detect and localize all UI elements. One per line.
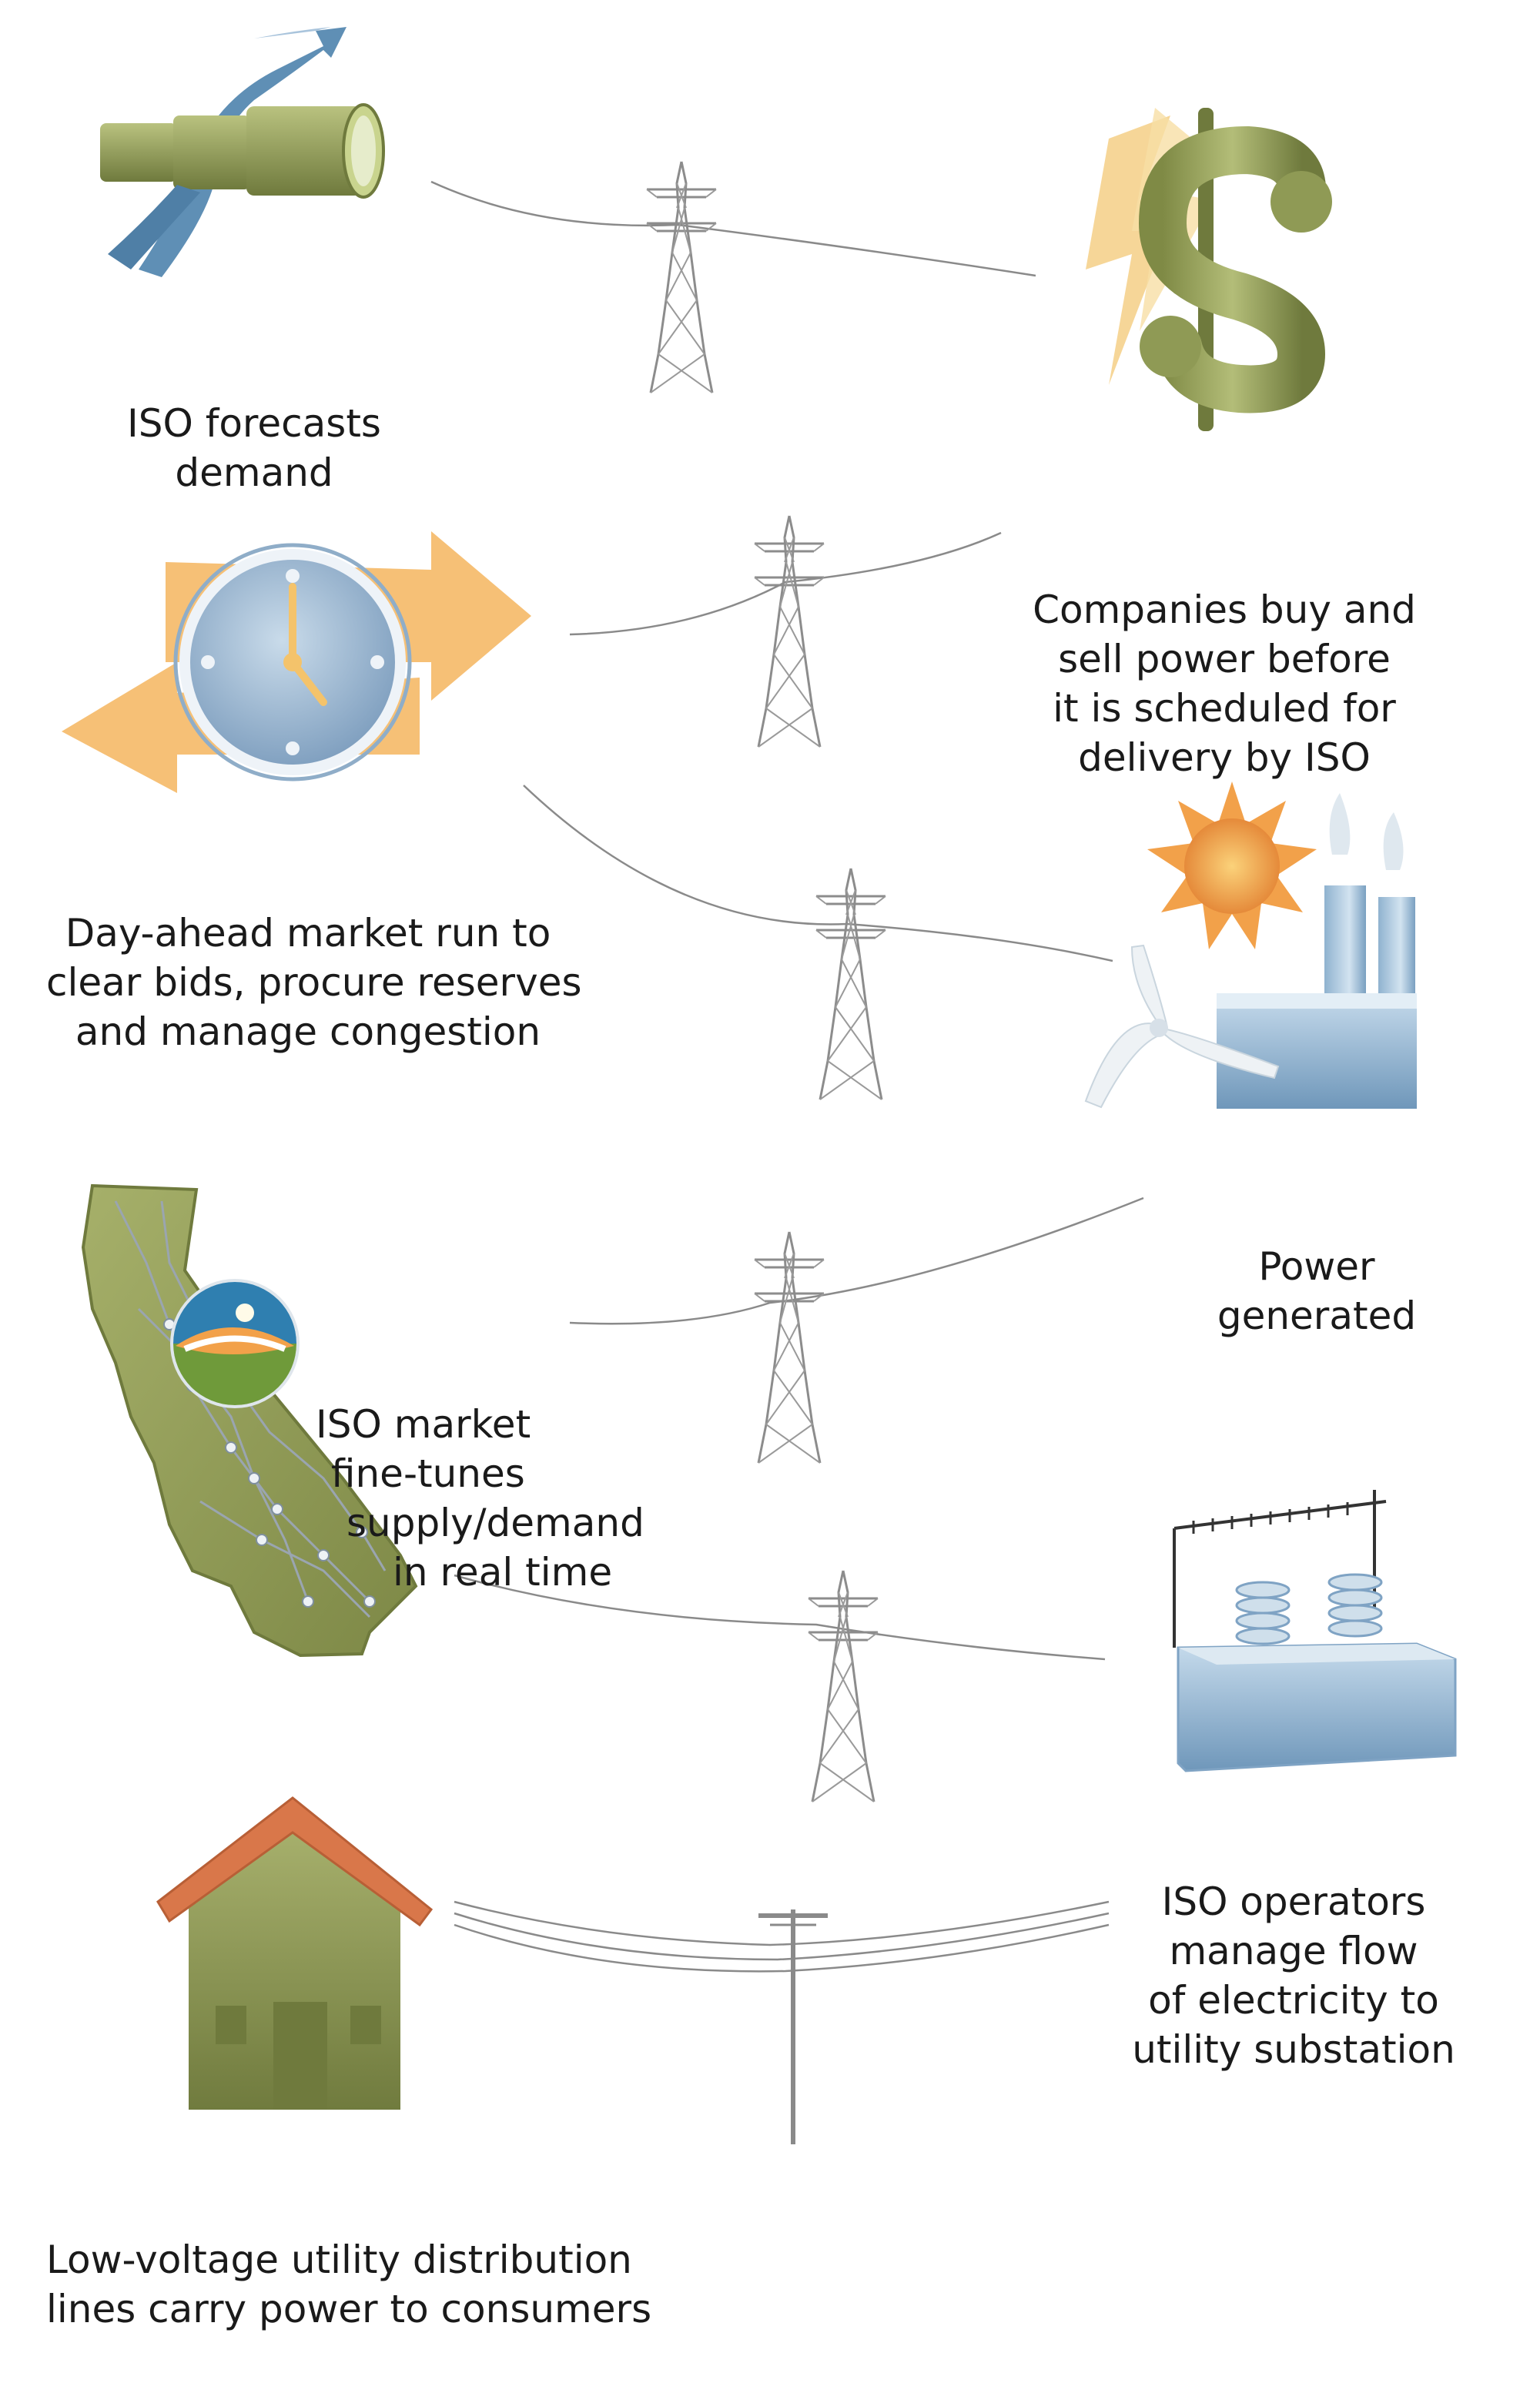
california-map-icon (81, 1183, 418, 1658)
clock-icon (62, 531, 531, 793)
utility-pole-icon (758, 1909, 828, 2144)
transmission-tower-icon (645, 160, 718, 394)
transmission-tower-icon (807, 1569, 879, 1803)
transmission-tower-icon (753, 1230, 825, 1464)
transmission-tower-icon (753, 514, 825, 748)
telescope-icon (100, 27, 385, 277)
dollar-sign-icon (1086, 108, 1332, 431)
transmission-tower-icon (815, 867, 887, 1101)
transformer-icon (1173, 1490, 1457, 1772)
power-lines (430, 180, 1144, 1973)
house-icon (156, 1796, 434, 2110)
power-plant-icon (1084, 782, 1417, 1109)
